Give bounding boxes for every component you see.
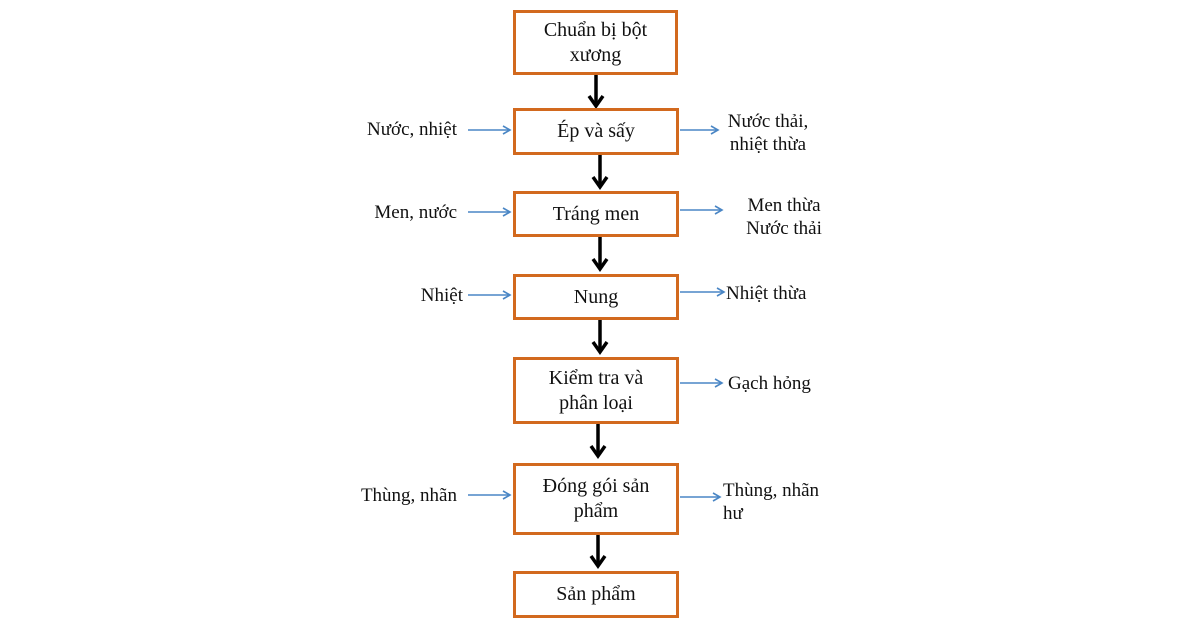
flow-arrow-5 <box>589 424 607 460</box>
flow-arrow-2 <box>591 155 609 191</box>
step-box-firing: Nung <box>513 274 679 320</box>
step-box-prepare-powder: Chuẩn bị bột xương <box>513 10 678 75</box>
output-label-package: Thùng, nhãn hư <box>723 480 820 524</box>
output-arrow-4 <box>680 287 726 297</box>
output-label-firing: Nhiệt thừa <box>726 283 807 304</box>
output-arrow-2 <box>680 125 720 135</box>
flow-arrow-6 <box>589 535 607 570</box>
output-arrow-5 <box>680 378 724 388</box>
flow-arrow-4 <box>591 320 609 356</box>
io-arrows <box>468 125 726 502</box>
input-arrow-6 <box>468 490 512 500</box>
step-box-glaze: Tráng men <box>513 191 679 237</box>
step-box-inspect-sort: Kiểm tra và phân loại <box>513 357 679 424</box>
input-label-firing: Nhiệt <box>420 285 463 306</box>
output-label-glaze: Men thừa Nước thải <box>746 195 822 239</box>
input-label-press-dry: Nước, nhiệt <box>367 119 457 140</box>
output-label-inspect-sort: Gạch hỏng <box>728 373 811 394</box>
output-arrow-6 <box>680 492 722 502</box>
output-label-press-dry: Nước thải, nhiệt thừa <box>727 111 809 155</box>
input-arrow-3 <box>468 207 512 217</box>
flow-arrows <box>587 75 609 570</box>
output-arrow-3 <box>680 205 724 215</box>
input-label-glaze: Men, nước <box>374 202 457 223</box>
flow-arrow-3 <box>591 237 609 273</box>
step-box-press-dry: Ép và sấy <box>513 108 679 155</box>
input-arrow-4 <box>468 290 512 300</box>
input-arrow-2 <box>468 125 512 135</box>
step-box-package: Đóng gói sản phẩm <box>513 463 679 535</box>
step-box-product: Sản phẩm <box>513 571 679 618</box>
input-label-package: Thùng, nhãn <box>360 485 457 506</box>
flow-arrow-1 <box>587 75 605 110</box>
